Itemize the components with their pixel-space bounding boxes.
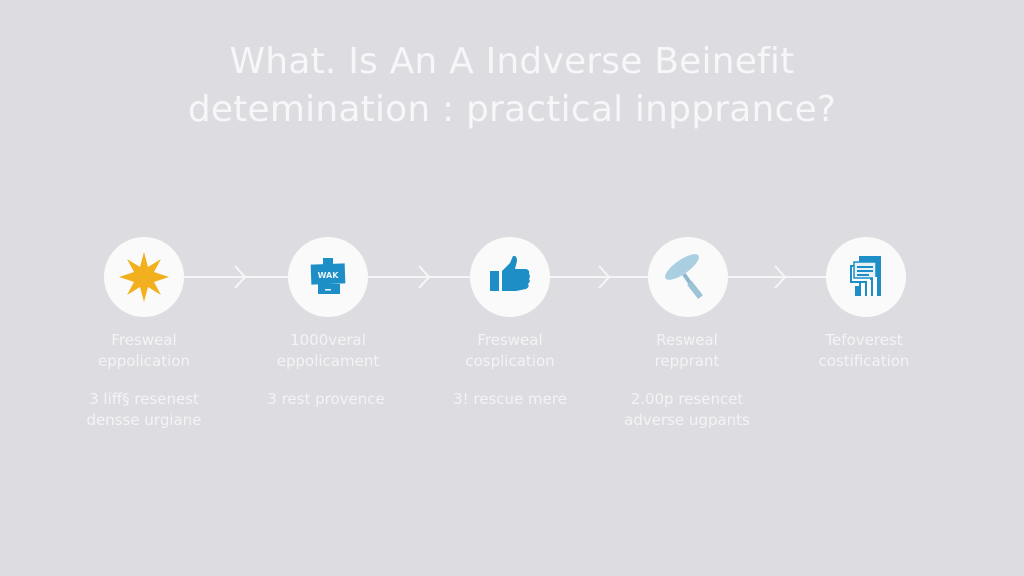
step-node-2: WAK xyxy=(288,237,368,317)
sun-burst-icon xyxy=(117,250,171,304)
step-node-5 xyxy=(826,237,906,317)
step-label-1: Fresweal eppolication xyxy=(98,331,190,370)
step-label-2: 1000veral eppolicament xyxy=(276,331,380,370)
step-description-2: 3 rest provence xyxy=(267,390,385,408)
page-title: What. Is An A Indverse Beinefit detemina… xyxy=(0,38,1024,134)
title-line-1: What. Is An A Indverse Beinefit xyxy=(229,41,795,82)
gavel-icon xyxy=(660,249,716,305)
document-chart-icon xyxy=(841,252,891,302)
thumbs-up-icon xyxy=(486,253,534,301)
step-description-3: 3! rescue mere xyxy=(453,390,567,408)
chevron-right-icon xyxy=(234,265,246,289)
step-label-4: Resweal repprant xyxy=(654,331,720,370)
chevron-right-icon xyxy=(418,265,430,289)
step-label-3: Fresweal cosplication xyxy=(465,331,555,370)
step-node-3 xyxy=(470,237,550,317)
chevron-right-icon xyxy=(774,265,786,289)
svg-text:WAK: WAK xyxy=(318,271,340,280)
step-description-1: 3 liff§ resenest densse urgiane xyxy=(86,390,202,429)
chevron-right-icon xyxy=(598,265,610,289)
step-description-4: 2.00p resencet adverse ugpants xyxy=(624,390,750,429)
title-line-2: detemination : practical inpprance? xyxy=(187,89,837,130)
sign-badge-icon: WAK xyxy=(303,252,353,302)
step-node-1 xyxy=(104,237,184,317)
step-label-5: Tefoverest costification xyxy=(818,331,910,370)
step-node-4 xyxy=(648,237,728,317)
